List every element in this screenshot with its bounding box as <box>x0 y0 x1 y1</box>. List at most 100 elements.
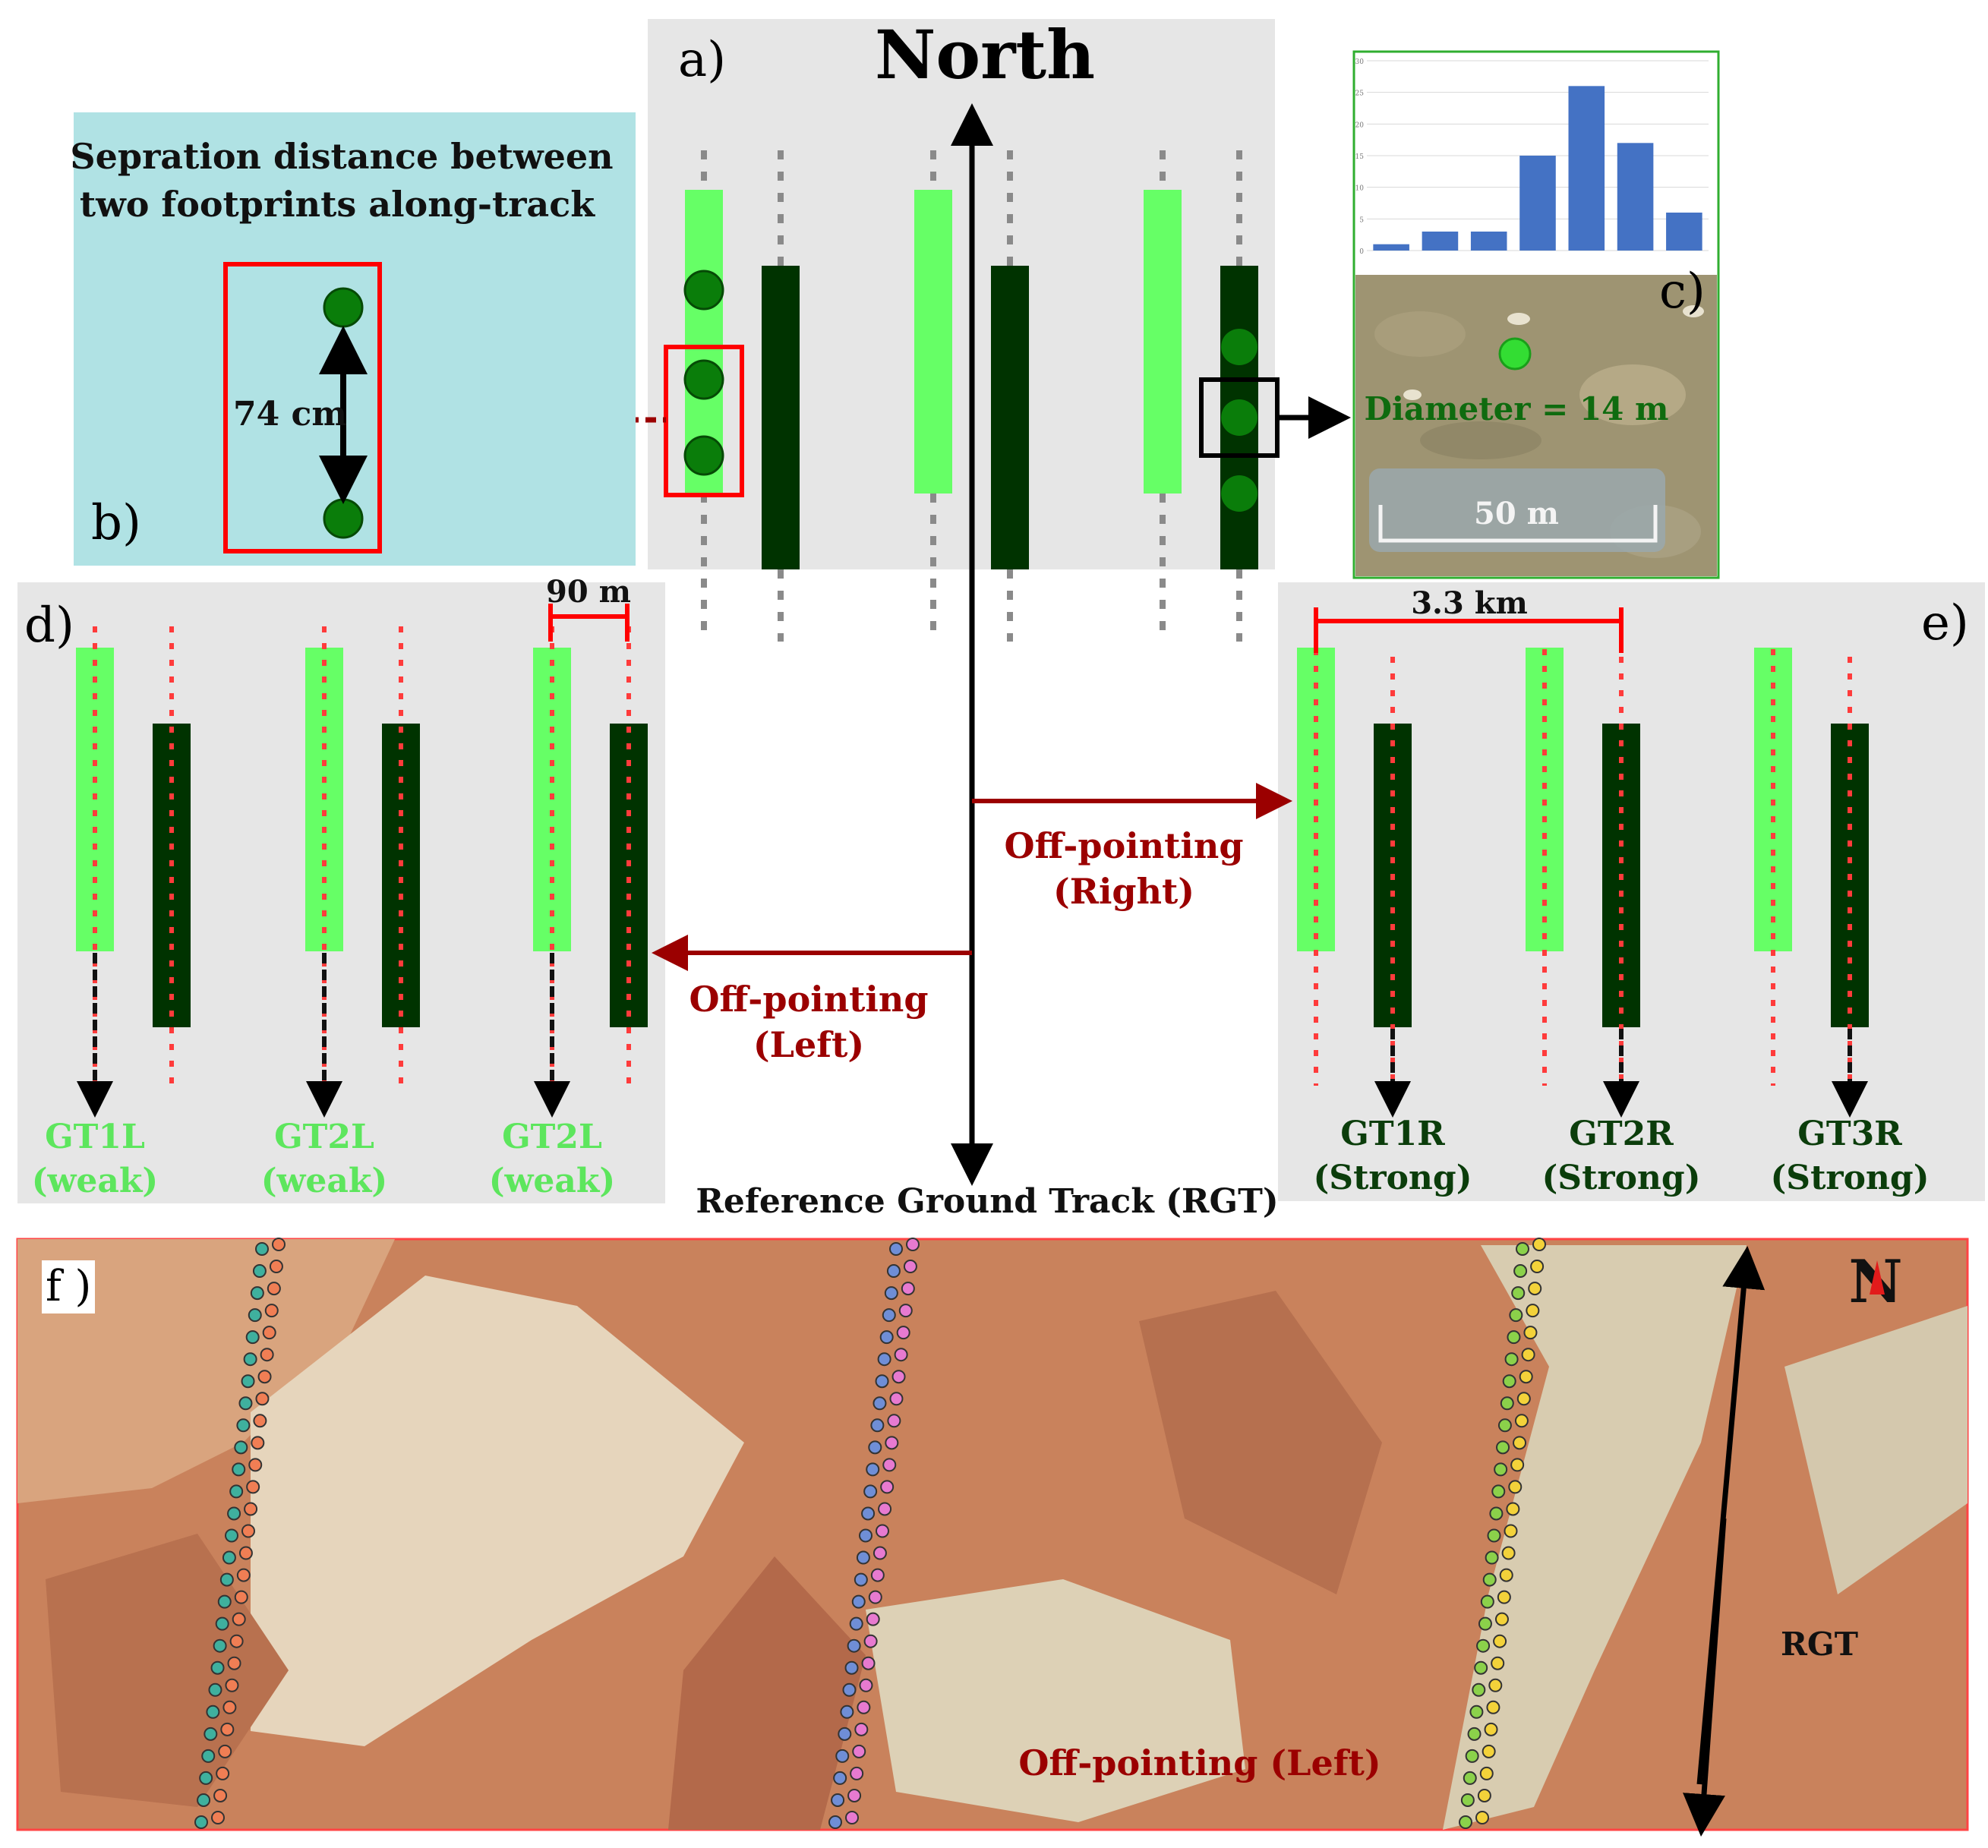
histogram-y-tick: 10 <box>1355 185 1365 193</box>
footprint-dot <box>882 1308 896 1323</box>
footprint-dot <box>245 1330 260 1345</box>
footprint-dot <box>199 1771 213 1785</box>
footprint-dot <box>229 1634 244 1648</box>
histogram-bar <box>1373 244 1409 251</box>
footprint-dot <box>878 1502 892 1516</box>
footprint-dot <box>1496 1440 1510 1455</box>
panel-a: a) North <box>648 15 1280 642</box>
footprint-dot <box>267 1282 281 1296</box>
footprint-dot <box>257 1370 272 1384</box>
panel-f-label-box <box>42 1260 95 1313</box>
footprint-dot <box>1506 1502 1520 1516</box>
beam-a1-strong <box>762 266 800 569</box>
panel-b: Sepration distance between two footprint… <box>70 112 636 566</box>
footprint-dot <box>248 1458 263 1472</box>
footprint-dot <box>1476 1638 1491 1653</box>
footprint-dot <box>877 1352 891 1367</box>
footprint-dot <box>884 1286 898 1301</box>
footprint-dot <box>1494 1612 1509 1626</box>
panel-b-title-line1: Sepration distance between <box>70 136 613 177</box>
footprint-dot <box>220 1722 235 1736</box>
footprint-dot <box>1482 1572 1497 1587</box>
footprint-dot <box>1530 1260 1545 1274</box>
footprint-dot <box>232 1612 246 1626</box>
footprint-dot <box>1509 1308 1523 1323</box>
footprint-dot <box>882 1458 897 1472</box>
footprint-dot <box>889 1242 903 1256</box>
footprint-dot <box>204 1727 218 1741</box>
panel-f-rgt-label: RGT <box>1781 1626 1858 1663</box>
footprint-dot <box>857 1700 871 1714</box>
footprint-dot <box>1504 1524 1518 1538</box>
footprint-dot <box>1487 1528 1501 1543</box>
footprint-dot <box>1465 1749 1479 1763</box>
beam-strength: (Strong) <box>1541 1159 1700 1197</box>
footprint-dot <box>215 1616 229 1631</box>
scalebar-backdrop <box>1369 468 1665 552</box>
footprint-dot <box>262 1326 276 1340</box>
footprint-dot <box>1528 1282 1542 1296</box>
north-label: North <box>875 15 1095 94</box>
footprint-dot <box>1493 1634 1507 1648</box>
footprint-dot <box>1532 1238 1546 1251</box>
footprint-dot <box>1488 1678 1503 1692</box>
offpoint-left-label-2: (Left) <box>753 1024 864 1065</box>
footprint-dot <box>887 1414 901 1428</box>
footprint-dot <box>213 1788 228 1802</box>
footprint-dot <box>847 1788 862 1802</box>
histogram-bar <box>1519 156 1556 251</box>
footprint-dot <box>1497 1418 1512 1433</box>
footprint-spacing-label: 74 cm <box>233 395 347 434</box>
panel-d-beam-labels: GT1L(weak)GT2L(weak)GT2L(weak) <box>32 1118 616 1200</box>
beam-name: GT2L <box>274 1118 374 1156</box>
footprint-dot <box>849 1616 863 1631</box>
rgt-label: Reference Ground Track (RGT) <box>696 1182 1278 1221</box>
spacing-marker-3-3km <box>1314 607 1624 653</box>
footprint-dot <box>863 1634 878 1648</box>
footprint-dot <box>896 1326 910 1340</box>
footprint-dot <box>870 1418 885 1433</box>
terrain-features <box>17 1239 1967 1830</box>
footprint-dot <box>831 1793 845 1807</box>
footprint-dot <box>885 1436 899 1450</box>
footprint-dot <box>876 1524 889 1538</box>
panel-d-label: d) <box>24 598 74 654</box>
terrain-patch <box>1374 311 1466 357</box>
beam-strength: (weak) <box>489 1162 616 1200</box>
panel-b-label: b) <box>91 495 141 551</box>
footprint-dot <box>1504 1352 1519 1367</box>
panel-e-label: e) <box>1921 595 1969 651</box>
footprint-dot <box>1500 1396 1514 1411</box>
footprint-dot <box>875 1374 889 1389</box>
footprint-dot <box>225 1528 238 1543</box>
footprint-dot <box>906 1238 920 1251</box>
footprint-marker <box>1498 337 1532 371</box>
footprint-dot <box>1494 1462 1508 1477</box>
panel-a-beams <box>664 150 1280 642</box>
histogram-bar <box>1568 86 1605 251</box>
sand-dune <box>17 1239 395 1503</box>
footprint-dot <box>1480 1594 1494 1609</box>
scalebar <box>1378 505 1658 543</box>
footprint <box>683 359 724 400</box>
footprint-dot <box>873 1546 887 1560</box>
footprint <box>1221 399 1257 436</box>
histogram-bar <box>1470 232 1507 251</box>
footprint-dot <box>861 1506 876 1521</box>
footprint-dot <box>1514 1414 1529 1428</box>
beam-strength: (weak) <box>261 1162 388 1200</box>
footprint-dot <box>236 1568 251 1582</box>
footprint-dot <box>210 1660 225 1675</box>
footprint-dot <box>1477 1788 1491 1802</box>
footprint-dot <box>1491 1656 1505 1670</box>
footprint-dot <box>1478 1616 1492 1631</box>
panel-a-label: a) <box>678 32 726 88</box>
footprint-dot <box>1460 1793 1475 1807</box>
footprint-dot <box>243 1352 257 1367</box>
footprint-dot <box>216 1766 230 1780</box>
footprint-dot <box>1511 1286 1526 1301</box>
footprint <box>323 498 364 539</box>
footprint-dot <box>868 1440 882 1455</box>
footprint-dot <box>898 1304 913 1318</box>
